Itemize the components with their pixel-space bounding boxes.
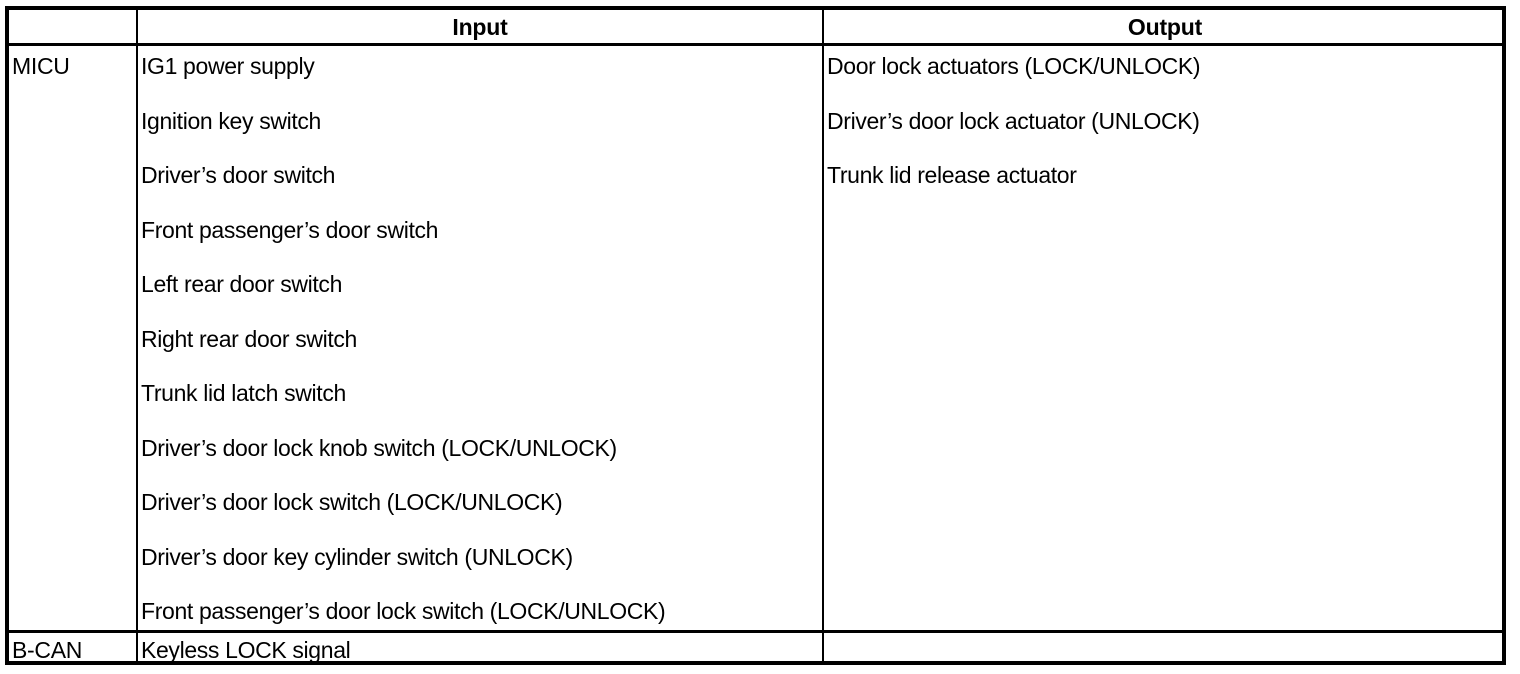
list-item: Left rear door switch <box>141 271 343 297</box>
list-item: Door lock actuators (LOCK/UNLOCK) <box>827 53 1201 79</box>
list-item: Right rear door switch <box>141 325 357 352</box>
list-item: Driver’s door lock knob switch (LOCK/UNL… <box>141 434 617 461</box>
bcan-input-list: Keyless LOCK signal <box>141 637 819 664</box>
system-column-divider <box>136 10 138 665</box>
micu-output-list: Door lock actuators (LOCK/UNLOCK) Driver… <box>827 53 1503 217</box>
list-item: Driver’s door switch <box>141 162 336 188</box>
list-item: Trunk lid latch switch <box>141 380 346 406</box>
list-item: Driver’s door lock actuator (UNLOCK) <box>827 107 1200 134</box>
input-output-column-divider <box>822 10 824 665</box>
micu-input-list: IG1 power supply Ignition key switch Dri… <box>141 53 819 653</box>
io-table: Input Output MICU IG1 power supply Ignit… <box>5 6 1506 665</box>
list-item: Ignition key switch <box>141 107 321 134</box>
list-item: Trunk lid release actuator <box>827 162 1077 188</box>
list-item: Driver’s door key cylinder switch (UNLOC… <box>141 543 573 570</box>
header-separator-rule <box>9 43 1502 46</box>
column-header-input: Input <box>452 14 508 40</box>
list-item: Front passenger’s door lock switch (LOCK… <box>141 598 666 624</box>
list-item: Keyless LOCK signal <box>141 637 351 663</box>
list-item: Driver’s door lock switch (LOCK/UNLOCK) <box>141 489 563 515</box>
bcan-row-separator-rule <box>9 630 1502 633</box>
list-item: IG1 power supply <box>141 53 315 79</box>
list-item: Front passenger’s door switch <box>141 216 439 243</box>
system-label-micu: MICU <box>12 53 70 79</box>
column-header-output: Output <box>1127 14 1203 40</box>
system-label-bcan: B-CAN <box>12 637 83 663</box>
